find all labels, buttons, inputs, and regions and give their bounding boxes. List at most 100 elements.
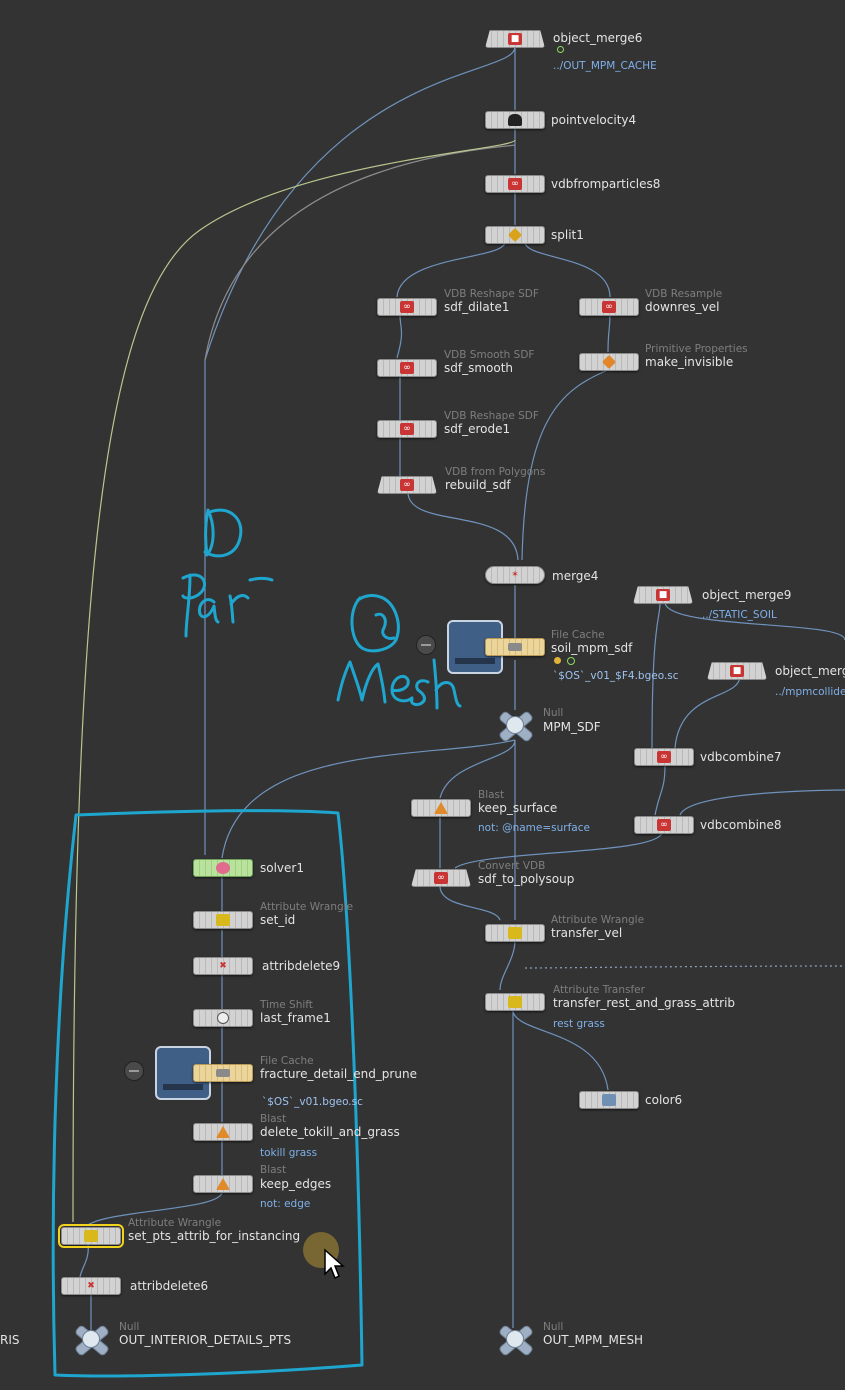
node-label: keep_edges [260,1177,332,1191]
node-type: VDB Reshape SDF [444,410,539,422]
attribdelete-icon: ✖ [87,1281,95,1291]
out-interior-details-pts-null-node[interactable] [71,1322,111,1357]
velocity-icon [508,114,522,126]
color6-node[interactable] [579,1091,639,1109]
object-merge6-node[interactable]: ■ [485,30,545,48]
fracture-detail-end-prune-node[interactable] [193,1064,253,1082]
set-pts-attrib-for-instancing-node[interactable] [58,1224,124,1248]
attrib-transfer-icon [508,996,522,1008]
node-label: color6 [645,1093,683,1107]
rebuild-sdf-node[interactable]: ∞ [377,476,437,494]
vdbcombine8-node[interactable]: ∞ [634,816,694,834]
vdb-icon: ∞ [602,301,616,313]
node-label: fracture_detail_end_prune [260,1067,417,1081]
merge4-node[interactable]: ✶ [485,566,545,584]
node-label: sdf_smooth [444,361,514,375]
node-label: pointvelocity4 [551,113,637,127]
bypass-toggle-icon[interactable] [416,635,436,655]
node-label: make_invisible [645,355,734,369]
make-invisible-node[interactable] [579,353,639,371]
null-icon [506,1330,524,1348]
null-icon [82,1330,100,1348]
split-icon [507,227,523,243]
node-label: object_merge6 [553,31,643,45]
node-label: sdf_to_polysoup [478,872,575,886]
solver1-node[interactable] [193,859,253,877]
vdb-icon: ∞ [400,479,414,491]
attribdelete6-node[interactable]: ✖ [61,1277,121,1295]
node-type: Attribute Wrangle [260,901,354,913]
soil-mpm-sdf-node[interactable] [485,638,545,656]
object-merge-icon: ■ [656,589,670,601]
node-type: VDB Resample [645,288,723,300]
node-label: OUT_MPM_MESH [543,1333,644,1347]
object-merge-icon: ■ [508,33,522,45]
set-id-node[interactable] [193,911,253,929]
node-type: File Cache [551,629,605,641]
transfer-rest-and-grass-attrib-node[interactable] [485,993,545,1011]
node-type: Null [119,1321,140,1333]
node-label: MPM_SDF [543,720,601,734]
warning-icon [554,657,561,664]
node-type: Attribute Transfer [553,984,645,996]
wrangle-icon [216,914,230,926]
vdbfromparticles8-node[interactable]: ∞ [485,175,545,193]
node-label: downres_vel [645,300,720,314]
node-type: VDB from Polygons [445,466,546,478]
keep-surface-node[interactable] [411,799,471,817]
mpm-sdf-null-node[interactable] [495,708,535,743]
vdb-icon: ∞ [400,423,414,435]
pointvelocity4-node[interactable] [485,111,545,129]
attribdelete9-node[interactable]: ✖ [193,957,253,975]
node-label: vdbfromparticles8 [551,177,661,191]
downres-vel-node[interactable]: ∞ [579,298,639,316]
object-merge9-node[interactable]: ■ [633,586,693,604]
node-label: attribdelete9 [262,959,341,973]
node-label: vdbcombine8 [700,818,782,832]
vdb-icon: ∞ [508,178,522,190]
display-flag-icon [567,657,575,665]
node-label: attribdelete6 [130,1279,209,1293]
bypass-toggle-icon[interactable] [124,1061,144,1081]
last-frame1-node[interactable] [193,1009,253,1027]
vdb-icon: ∞ [400,301,414,313]
node-label: set_pts_attrib_for_instancing [128,1229,301,1243]
node-path: ../OUT_MPM_CACHE [553,60,657,72]
out-mpm-mesh-null-node[interactable] [495,1322,535,1357]
sdf-dilate1-node[interactable]: ∞ [377,298,437,316]
node-label: split1 [551,228,584,242]
transfer-vel-node[interactable] [485,924,545,942]
vdb-icon: ∞ [657,751,671,763]
file-cache-icon [508,643,522,651]
mouse-cursor-icon [324,1248,345,1280]
vdbcombine7-node[interactable]: ∞ [634,748,694,766]
object-merge-partial-node[interactable]: ■ [707,662,767,680]
node-label: vdbcombine7 [700,750,782,764]
node-group: not: edge [260,1198,311,1210]
node-type: Blast [260,1164,287,1176]
node-label: set_id [260,913,296,927]
node-type: Convert VDB [478,860,546,872]
node-type: Primitive Properties [645,343,748,355]
delete-tokill-and-grass-node[interactable] [193,1123,253,1141]
display-flag-icon [557,46,564,53]
attribdelete-icon: ✖ [219,961,227,971]
node-label: delete_tokill_and_grass [260,1125,400,1139]
split1-node[interactable] [485,226,545,244]
node-type: Null [543,1321,564,1333]
node-path: ../STATIC_SOIL [702,609,777,621]
node-label: sdf_dilate1 [444,300,510,314]
node-label: rebuild_sdf [445,478,511,492]
sdf-erode1-node[interactable]: ∞ [377,420,437,438]
node-label: last_frame1 [260,1011,331,1025]
sdf-to-polysoup-node[interactable]: ∞ [411,869,471,887]
null-icon [506,716,524,734]
solver-icon [216,862,230,874]
sdf-smooth-node[interactable]: ∞ [377,359,437,377]
annotation-strokes [51,508,462,1378]
node-type: Blast [260,1113,287,1125]
file-cache-disk-icon [155,1046,211,1100]
selection-box-annotation [51,809,364,1378]
keep-edges-node[interactable] [193,1175,253,1193]
